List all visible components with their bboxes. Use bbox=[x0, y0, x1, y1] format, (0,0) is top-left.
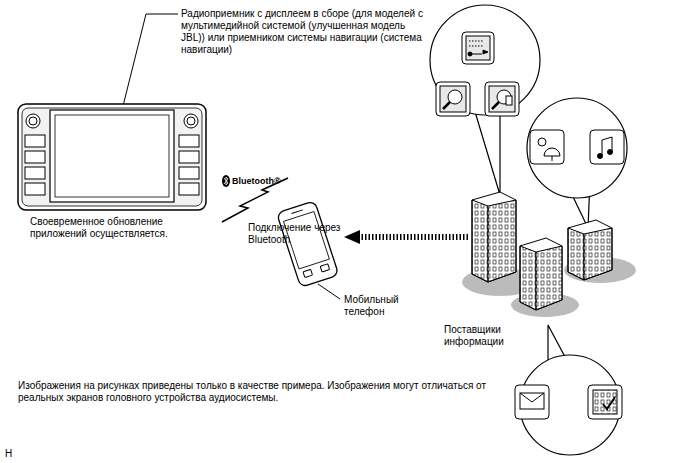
part-label: Мобильный телефон bbox=[344, 294, 434, 318]
head-unit bbox=[18, 104, 206, 210]
note-text: Своевременное обновление приложений осущ… bbox=[30, 216, 190, 240]
information-providers bbox=[462, 192, 636, 317]
bluetooth-symbol bbox=[222, 175, 230, 187]
part-label: Радиоприемник с дисплеем в сборе (для мо… bbox=[181, 8, 426, 56]
connection-label: Подключение через Bluetooth bbox=[248, 222, 348, 246]
figure-code: H bbox=[5, 448, 25, 460]
logo-text: Bluetooth® bbox=[232, 175, 302, 187]
group-label: Поставщики информации bbox=[444, 324, 524, 348]
note-text: Изображения на рисунках приведены только… bbox=[18, 380, 488, 404]
data-arrow bbox=[344, 230, 468, 244]
app-icon bbox=[436, 32, 624, 419]
leader-line bbox=[318, 284, 340, 299]
